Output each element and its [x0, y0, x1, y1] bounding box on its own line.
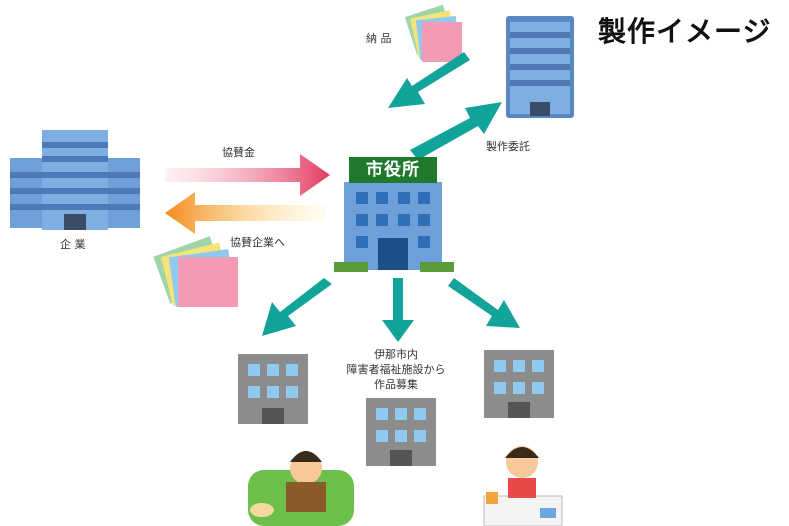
city-hall-sign: 市役所 — [349, 157, 437, 183]
facility-right — [484, 350, 554, 418]
sponsorship-arrow — [165, 154, 330, 196]
recruitment-line-3: 作品募集 — [374, 378, 418, 391]
arrow-to-left-facility — [262, 278, 332, 336]
production-company-building — [506, 16, 574, 118]
company-building — [10, 130, 140, 230]
facility-center — [366, 398, 436, 466]
commission-arrow — [410, 102, 502, 160]
delivery-label: 納 品 — [366, 32, 392, 45]
city-hall-building — [334, 182, 454, 272]
painter-girl-illustration — [483, 446, 563, 526]
delivery-arrow — [388, 52, 470, 108]
sponsorship-label: 協賛金 — [222, 146, 255, 159]
to-sponsors-label: 協賛企業へ — [230, 236, 285, 249]
sponsor-papers — [153, 236, 238, 307]
delivered-papers — [404, 4, 462, 62]
painter-boy-illustration — [248, 451, 354, 526]
recruitment-line-1: 伊那市内 — [374, 348, 418, 361]
recruitment-line-2: 障害者福祉施設から — [346, 363, 446, 376]
arrow-to-center-facility — [382, 278, 414, 342]
recruitment-text: 伊那市内 障害者福祉施設から 作品募集 — [340, 347, 452, 392]
page-title: 製作イメージ — [598, 15, 772, 48]
facility-left — [238, 354, 308, 424]
commission-label: 製作委託 — [486, 140, 530, 153]
arrow-to-right-facility — [448, 278, 520, 328]
to-sponsors-arrow — [165, 192, 325, 234]
company-label: 企 業 — [60, 238, 86, 251]
